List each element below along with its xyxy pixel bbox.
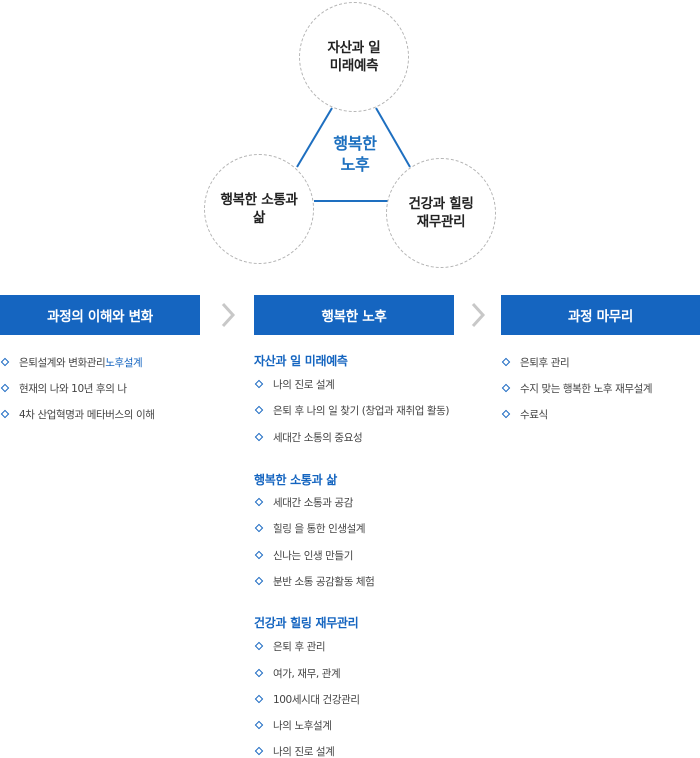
diamond-bullet-icon xyxy=(254,576,264,586)
list-item-text: 4차 산업혁명과 메타버스의 이해 xyxy=(19,408,155,421)
diamond-bullet-icon xyxy=(254,694,264,704)
list-item: 은퇴 후 관리 xyxy=(254,638,326,654)
list-item-text: 은퇴 후 나의 일 찾기 (창업과 재취업 활동) xyxy=(273,404,450,417)
list-item: 세대간 소통의 중요성 xyxy=(254,429,363,445)
list-item: 은퇴후 관리 xyxy=(501,354,570,370)
list-item-text: 여가, 재무, 관계 xyxy=(273,667,341,680)
list-item: 은퇴설계와 변화관리 노후설계 xyxy=(0,354,143,370)
list-item: 여가, 재무, 관계 xyxy=(254,665,341,681)
list-item-text: 신나는 인생 만들기 xyxy=(273,549,353,562)
circle-assets-future-label: 자산과 일 미래예측 xyxy=(327,40,381,74)
chevron-right-icon xyxy=(471,302,486,328)
diamond-bullet-icon xyxy=(0,357,10,367)
list-item: 힐링 을 통한 인생설계 xyxy=(254,520,366,536)
diamond-bullet-icon xyxy=(501,383,511,393)
list-item-text: 세대간 소통과 공감 xyxy=(273,496,353,509)
circle-communication-life: 행복한 소통과 삶 xyxy=(204,154,314,264)
diamond-bullet-icon xyxy=(501,409,511,419)
group-title-health-finance: 건강과 힐링 재무관리 xyxy=(254,616,359,630)
group-title-communication-life: 행복한 소통과 삶 xyxy=(254,473,337,487)
triangle-diagram: 자산과 일 미래예측 행복한 소통과 삶 건강과 힐링 재무관리 행복한 노후 xyxy=(0,0,700,280)
list-item: 나의 노후설계 xyxy=(254,717,332,733)
group-title-assets-future: 자산과 일 미래예측 xyxy=(254,354,348,368)
list-item: 분반 소통 공감활동 체험 xyxy=(254,573,375,589)
list-item-text: 나의 진로 설계 xyxy=(273,378,335,391)
list-item-text: 수지 맞는 행복한 노후 재무설계 xyxy=(520,382,653,395)
step-box-happy-retirement: 행복한 노후 xyxy=(254,295,454,335)
line-top-left xyxy=(296,107,333,168)
diamond-bullet-icon xyxy=(254,432,264,442)
diamond-bullet-icon xyxy=(0,383,10,393)
diamond-bullet-icon xyxy=(254,641,264,651)
list-item-text: 은퇴설계와 변화관리 xyxy=(19,356,106,369)
diamond-bullet-icon xyxy=(254,550,264,560)
list-item-text: 100세시대 건강관리 xyxy=(273,693,360,706)
list-item: 은퇴 후 나의 일 찾기 (창업과 재취업 활동) xyxy=(254,402,450,418)
diamond-bullet-icon xyxy=(254,668,264,678)
line-top-right xyxy=(375,107,411,168)
center-label: 행복한 노후 xyxy=(333,134,377,174)
list-item-text: 은퇴 후 관리 xyxy=(273,640,326,653)
circle-health-finance-label: 건강과 힐링 재무관리 xyxy=(408,196,474,230)
list-item-text: 나의 노후설계 xyxy=(273,719,332,732)
list-item-highlight: 노후설계 xyxy=(105,356,143,369)
diamond-bullet-icon xyxy=(254,720,264,730)
list-item: 수료식 xyxy=(501,406,548,422)
list-item-text: 분반 소통 공감활동 체험 xyxy=(273,575,375,588)
diamond-bullet-icon xyxy=(0,409,10,419)
step-box-completion: 과정 마무리 xyxy=(501,295,700,335)
chevron-right-icon xyxy=(221,302,236,328)
connector-lines xyxy=(296,107,411,202)
list-item-text: 은퇴후 관리 xyxy=(520,356,570,369)
diamond-bullet-icon xyxy=(254,379,264,389)
list-item-text: 나의 진로 설계 xyxy=(273,745,335,758)
list-item: 100세시대 건강관리 xyxy=(254,691,360,707)
circle-health-finance: 건강과 힐링 재무관리 xyxy=(386,158,496,268)
list-item: 현재의 나와 10년 후의 나 xyxy=(0,380,127,396)
list-item: 수지 맞는 행복한 노후 재무설계 xyxy=(501,380,653,396)
diamond-bullet-icon xyxy=(254,497,264,507)
diamond-bullet-icon xyxy=(254,523,264,533)
list-item-text: 현재의 나와 10년 후의 나 xyxy=(19,382,127,395)
diamond-bullet-icon xyxy=(501,357,511,367)
list-item: 나의 진로 설계 xyxy=(254,743,335,758)
list-item: 신나는 인생 만들기 xyxy=(254,547,353,563)
diamond-bullet-icon xyxy=(254,405,264,415)
diamond-bullet-icon xyxy=(254,746,264,756)
circle-communication-life-label: 행복한 소통과 삶 xyxy=(220,192,298,226)
list-item: 4차 산업혁명과 메타버스의 이해 xyxy=(0,406,155,422)
list-item-text: 수료식 xyxy=(520,408,548,421)
list-item-text: 힐링 을 통한 인생설계 xyxy=(273,522,366,535)
list-item: 나의 진로 설계 xyxy=(254,376,335,392)
list-item-text: 세대간 소통의 중요성 xyxy=(273,431,363,444)
list-item: 세대간 소통과 공감 xyxy=(254,494,353,510)
circle-assets-future: 자산과 일 미래예측 xyxy=(299,2,409,112)
step-box-understanding: 과정의 이해와 변화 xyxy=(0,295,200,335)
